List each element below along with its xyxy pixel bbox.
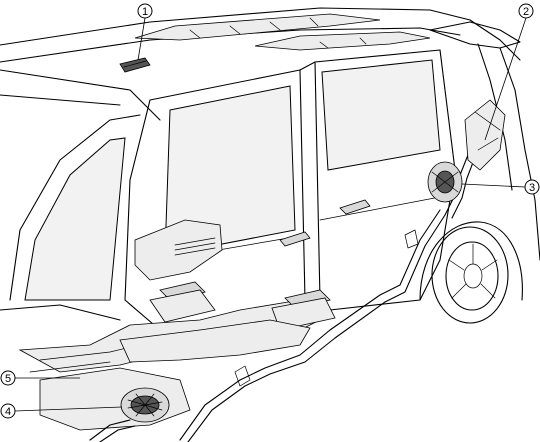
callout-5-label: 5 xyxy=(5,373,11,385)
vehicle-body xyxy=(0,7,540,331)
front-blower-fan xyxy=(120,387,170,423)
front-side-window xyxy=(24,137,126,301)
pipe-clip xyxy=(404,229,419,249)
ceiling-vent xyxy=(119,57,151,73)
callout-3-label: 3 xyxy=(529,182,535,194)
callout-5: 5 xyxy=(0,370,80,386)
roof-rail-rear xyxy=(254,31,431,51)
sliding-door-window xyxy=(321,59,441,171)
roof-rail xyxy=(134,13,381,41)
callout-1-label: 1 xyxy=(142,6,148,18)
side-mirror xyxy=(134,219,223,281)
pipe-joint xyxy=(234,365,251,387)
callout-4: 4 xyxy=(0,403,123,419)
hvac-ducts xyxy=(18,57,506,442)
front-door-handle xyxy=(279,231,311,247)
rear-unit-duct xyxy=(464,99,506,171)
callout-2: 2 xyxy=(484,3,534,141)
sliding-door xyxy=(314,49,456,311)
callout-2-label: 2 xyxy=(523,6,529,18)
callout-1: 1 xyxy=(137,3,153,61)
rear-wheel xyxy=(419,221,523,324)
sliding-door-handle xyxy=(339,199,371,215)
callout-4-label: 4 xyxy=(5,406,11,418)
rear-blower-unit xyxy=(427,161,463,203)
front-door-window xyxy=(164,85,296,256)
rear-spoiler xyxy=(429,21,521,49)
callout-3: 3 xyxy=(461,179,540,195)
